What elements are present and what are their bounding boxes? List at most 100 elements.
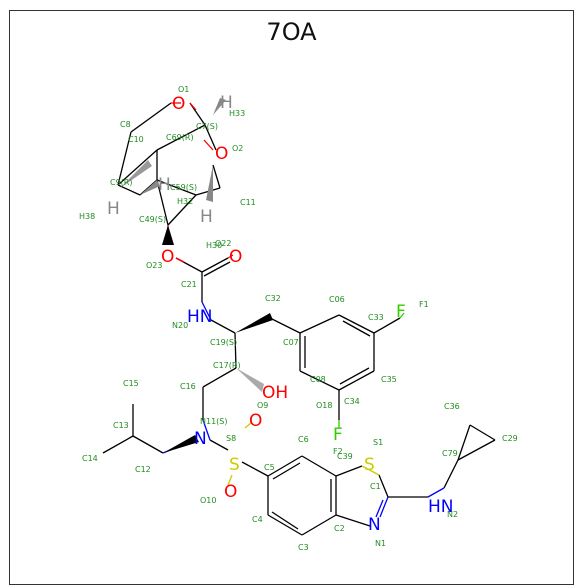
atom-label: C1 bbox=[370, 482, 381, 491]
o-bond bbox=[189, 102, 197, 111]
atom-label: C6 bbox=[298, 435, 309, 444]
sulfur-symbol: S bbox=[364, 455, 375, 475]
atom-label: C9(R) bbox=[110, 178, 132, 187]
atom-label: C5 bbox=[264, 463, 275, 472]
bond bbox=[167, 194, 197, 226]
atom-label: H33 bbox=[229, 109, 245, 118]
atom-symbols: O O O O HN OH F F N S O O S N HN H H H H bbox=[107, 93, 454, 535]
bond bbox=[212, 164, 221, 189]
bond bbox=[457, 439, 496, 461]
n-bond bbox=[427, 487, 445, 498]
atom-label: C2 bbox=[334, 524, 345, 533]
hashed-bond bbox=[140, 180, 160, 195]
bond bbox=[132, 435, 164, 454]
atom-label: C34 bbox=[344, 397, 360, 406]
wedges bbox=[120, 98, 273, 453]
atom-label: C35 bbox=[381, 375, 397, 384]
atom-label: N20 bbox=[172, 321, 188, 330]
atom-label: C12 bbox=[135, 465, 151, 474]
atom-label: C36 bbox=[444, 402, 460, 411]
bond bbox=[241, 461, 269, 477]
atom-label: C69(R) bbox=[166, 133, 194, 142]
bond bbox=[375, 499, 384, 518]
atom-label: N11(S) bbox=[200, 417, 227, 426]
atom-label: O23 bbox=[146, 261, 162, 270]
atom-label: C15 bbox=[123, 379, 139, 388]
bond bbox=[373, 317, 401, 334]
n-bond bbox=[202, 419, 211, 441]
atom-label: C19(S) bbox=[210, 338, 237, 347]
o-bond bbox=[227, 254, 234, 259]
atom-label: H30 bbox=[206, 241, 222, 250]
bond bbox=[203, 261, 231, 277]
s-bond bbox=[227, 474, 233, 486]
fluorine-symbol: F bbox=[396, 302, 406, 322]
n-bond bbox=[201, 301, 212, 321]
bond bbox=[443, 459, 459, 489]
h-wedge bbox=[213, 98, 226, 115]
atom-label: C16 bbox=[180, 382, 196, 391]
bond bbox=[204, 124, 217, 151]
atom-label: C10 bbox=[128, 135, 144, 144]
wedge-bond bbox=[162, 225, 174, 245]
hydrogen-symbol: H bbox=[200, 207, 213, 227]
hashed-bond bbox=[206, 165, 213, 202]
oxygen-symbol: O bbox=[224, 482, 237, 502]
bond bbox=[299, 314, 340, 334]
molecule-title: 7OA bbox=[266, 18, 317, 46]
wedge-bond bbox=[235, 313, 273, 333]
bond bbox=[335, 514, 371, 527]
atom-label: C07 bbox=[283, 338, 299, 347]
bond bbox=[338, 370, 375, 391]
nitrogen-symbol: N bbox=[368, 515, 381, 535]
hashed-bond bbox=[236, 368, 264, 392]
bond bbox=[342, 320, 371, 337]
wedge-bond bbox=[163, 435, 199, 453]
oxygen-symbol: O bbox=[161, 247, 174, 267]
atom-label: O9 bbox=[257, 401, 268, 410]
atom-label: O10 bbox=[200, 496, 216, 505]
atom-label: N2 bbox=[447, 510, 458, 519]
bond bbox=[267, 514, 303, 536]
hydrogen-symbol: H bbox=[107, 199, 120, 219]
atom-labels: O1 H33 C8 C10 C69(R) C7(S) O2 C9(R) C59(… bbox=[79, 85, 518, 552]
oxygen-symbol: O bbox=[172, 94, 185, 114]
bond bbox=[209, 439, 229, 451]
atom-label: C13 bbox=[113, 421, 129, 430]
bond bbox=[339, 367, 370, 385]
atom-label: O1 bbox=[178, 85, 189, 94]
oxygen-symbol: O bbox=[249, 411, 262, 431]
atom-label: C33 bbox=[368, 313, 384, 322]
atom-label: C11 bbox=[240, 198, 256, 207]
s-bond bbox=[244, 421, 253, 429]
atom-label: O22 bbox=[215, 239, 231, 248]
bond bbox=[201, 257, 229, 273]
atom-label: F1 bbox=[419, 300, 429, 309]
atom-label: C06 bbox=[329, 295, 345, 304]
bond bbox=[335, 465, 363, 477]
bond bbox=[269, 317, 301, 334]
fluorine-symbol: F bbox=[333, 425, 343, 445]
bond bbox=[457, 424, 471, 461]
atom-label: S1 bbox=[373, 438, 383, 447]
atom-label: H32 bbox=[177, 197, 193, 206]
f-bond bbox=[399, 312, 405, 319]
bond bbox=[469, 424, 496, 441]
bond bbox=[130, 102, 172, 133]
o-bond bbox=[203, 139, 214, 151]
oxygen-symbol: O bbox=[229, 247, 242, 267]
atom-label: C32 bbox=[265, 294, 281, 303]
atom-label: C59(S) bbox=[170, 183, 197, 192]
atom-label: C8 bbox=[120, 120, 131, 129]
hydroxyl-symbol: OH bbox=[262, 383, 288, 403]
bond bbox=[156, 179, 197, 196]
s-bond bbox=[361, 465, 380, 476]
bond bbox=[271, 511, 299, 530]
atom-label: F2 bbox=[333, 447, 343, 456]
bond bbox=[156, 179, 169, 226]
atom-label: C3 bbox=[298, 543, 309, 552]
atom-label: O2 bbox=[232, 144, 243, 153]
bond bbox=[117, 149, 158, 186]
atom-label: H38 bbox=[79, 212, 95, 221]
atom-label: C21 bbox=[181, 280, 197, 289]
